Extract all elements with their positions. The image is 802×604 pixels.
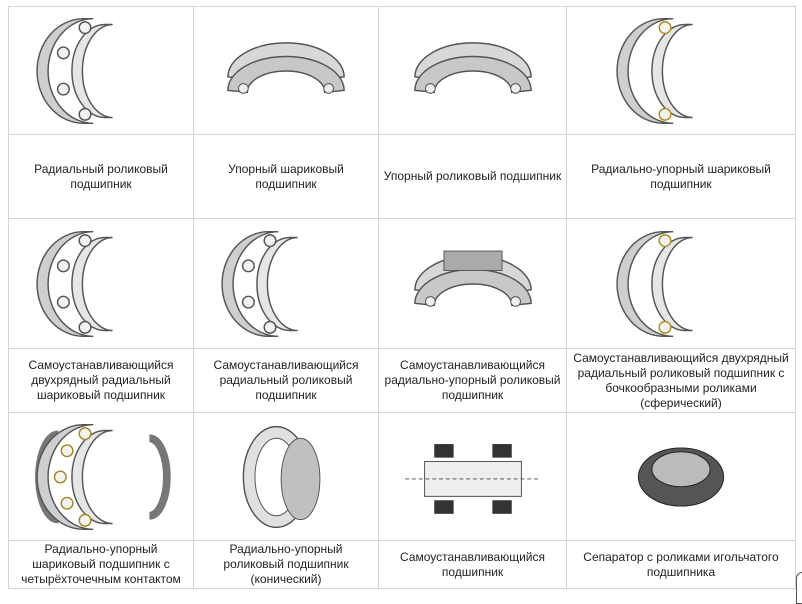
- needle-roller-cage-icon: [637, 446, 725, 507]
- bearing-caption: Самоустанавливающийся радиально-упорный …: [378, 348, 567, 413]
- bearing-image-cell: [8, 412, 194, 541]
- bearing-image-cell: [193, 412, 379, 541]
- bearing-image-cell: [566, 218, 796, 349]
- spherical-roller-bearing-icon: [616, 230, 693, 337]
- thrust-roller-bearing-icon: [413, 41, 532, 94]
- bearing-caption: Самоустанавливающийся двухрядный радиаль…: [8, 348, 194, 413]
- bearing-caption: Самоустанавливающийся радиальный роликов…: [193, 348, 379, 413]
- angular-contact-ball-bearing-icon: [616, 17, 693, 124]
- self-aligning-radial-roller-bearing-icon: [221, 230, 298, 337]
- bearing-caption: Радиальный роликовый подшипник: [8, 134, 194, 219]
- four-point-contact-ball-bearing-icon: [35, 423, 171, 530]
- tapered-roller-bearing-icon: [242, 425, 321, 528]
- radial-roller-bearing-icon: [36, 17, 113, 124]
- bearing-image-cell: [8, 6, 194, 135]
- bearing-caption: Радиально-упорный роликовый подшипник (к…: [193, 540, 379, 589]
- self-aligning-thrust-roller-bearing-icon: [413, 250, 532, 307]
- scroll-corner-widget: [796, 572, 802, 604]
- bearing-caption: Упорный роликовый подшипник: [378, 134, 567, 219]
- bearing-image-cell: [193, 6, 379, 135]
- bearing-caption: Самоустанавливающийся подшипник: [378, 540, 567, 589]
- bearing-caption: Радиально-упорный шариковый подшипник: [566, 134, 796, 219]
- thrust-ball-bearing-icon: [227, 41, 345, 94]
- bearing-image-cell: [566, 412, 796, 541]
- bearing-image-cell: [566, 6, 796, 135]
- bearing-image-cell: [193, 218, 379, 349]
- bearing-caption: Сепаратор с роликами игольчатого подшипн…: [566, 540, 796, 589]
- bearing-caption: Упорный шариковый подшипник: [193, 134, 379, 219]
- bearing-image-cell: [8, 218, 194, 349]
- bearing-image-cell: [378, 218, 567, 349]
- bearing-caption: Радиально-упорный шариковый подшипник с …: [8, 540, 194, 589]
- bearing-image-cell: [378, 412, 567, 541]
- bearing-image-cell: [378, 6, 567, 135]
- bearing-caption: Самоустанавливающийся двухрядный радиаль…: [566, 348, 796, 413]
- self-aligning-double-row-ball-bearing-icon: [36, 230, 113, 337]
- self-aligning-bearing-section-icon: [404, 443, 541, 514]
